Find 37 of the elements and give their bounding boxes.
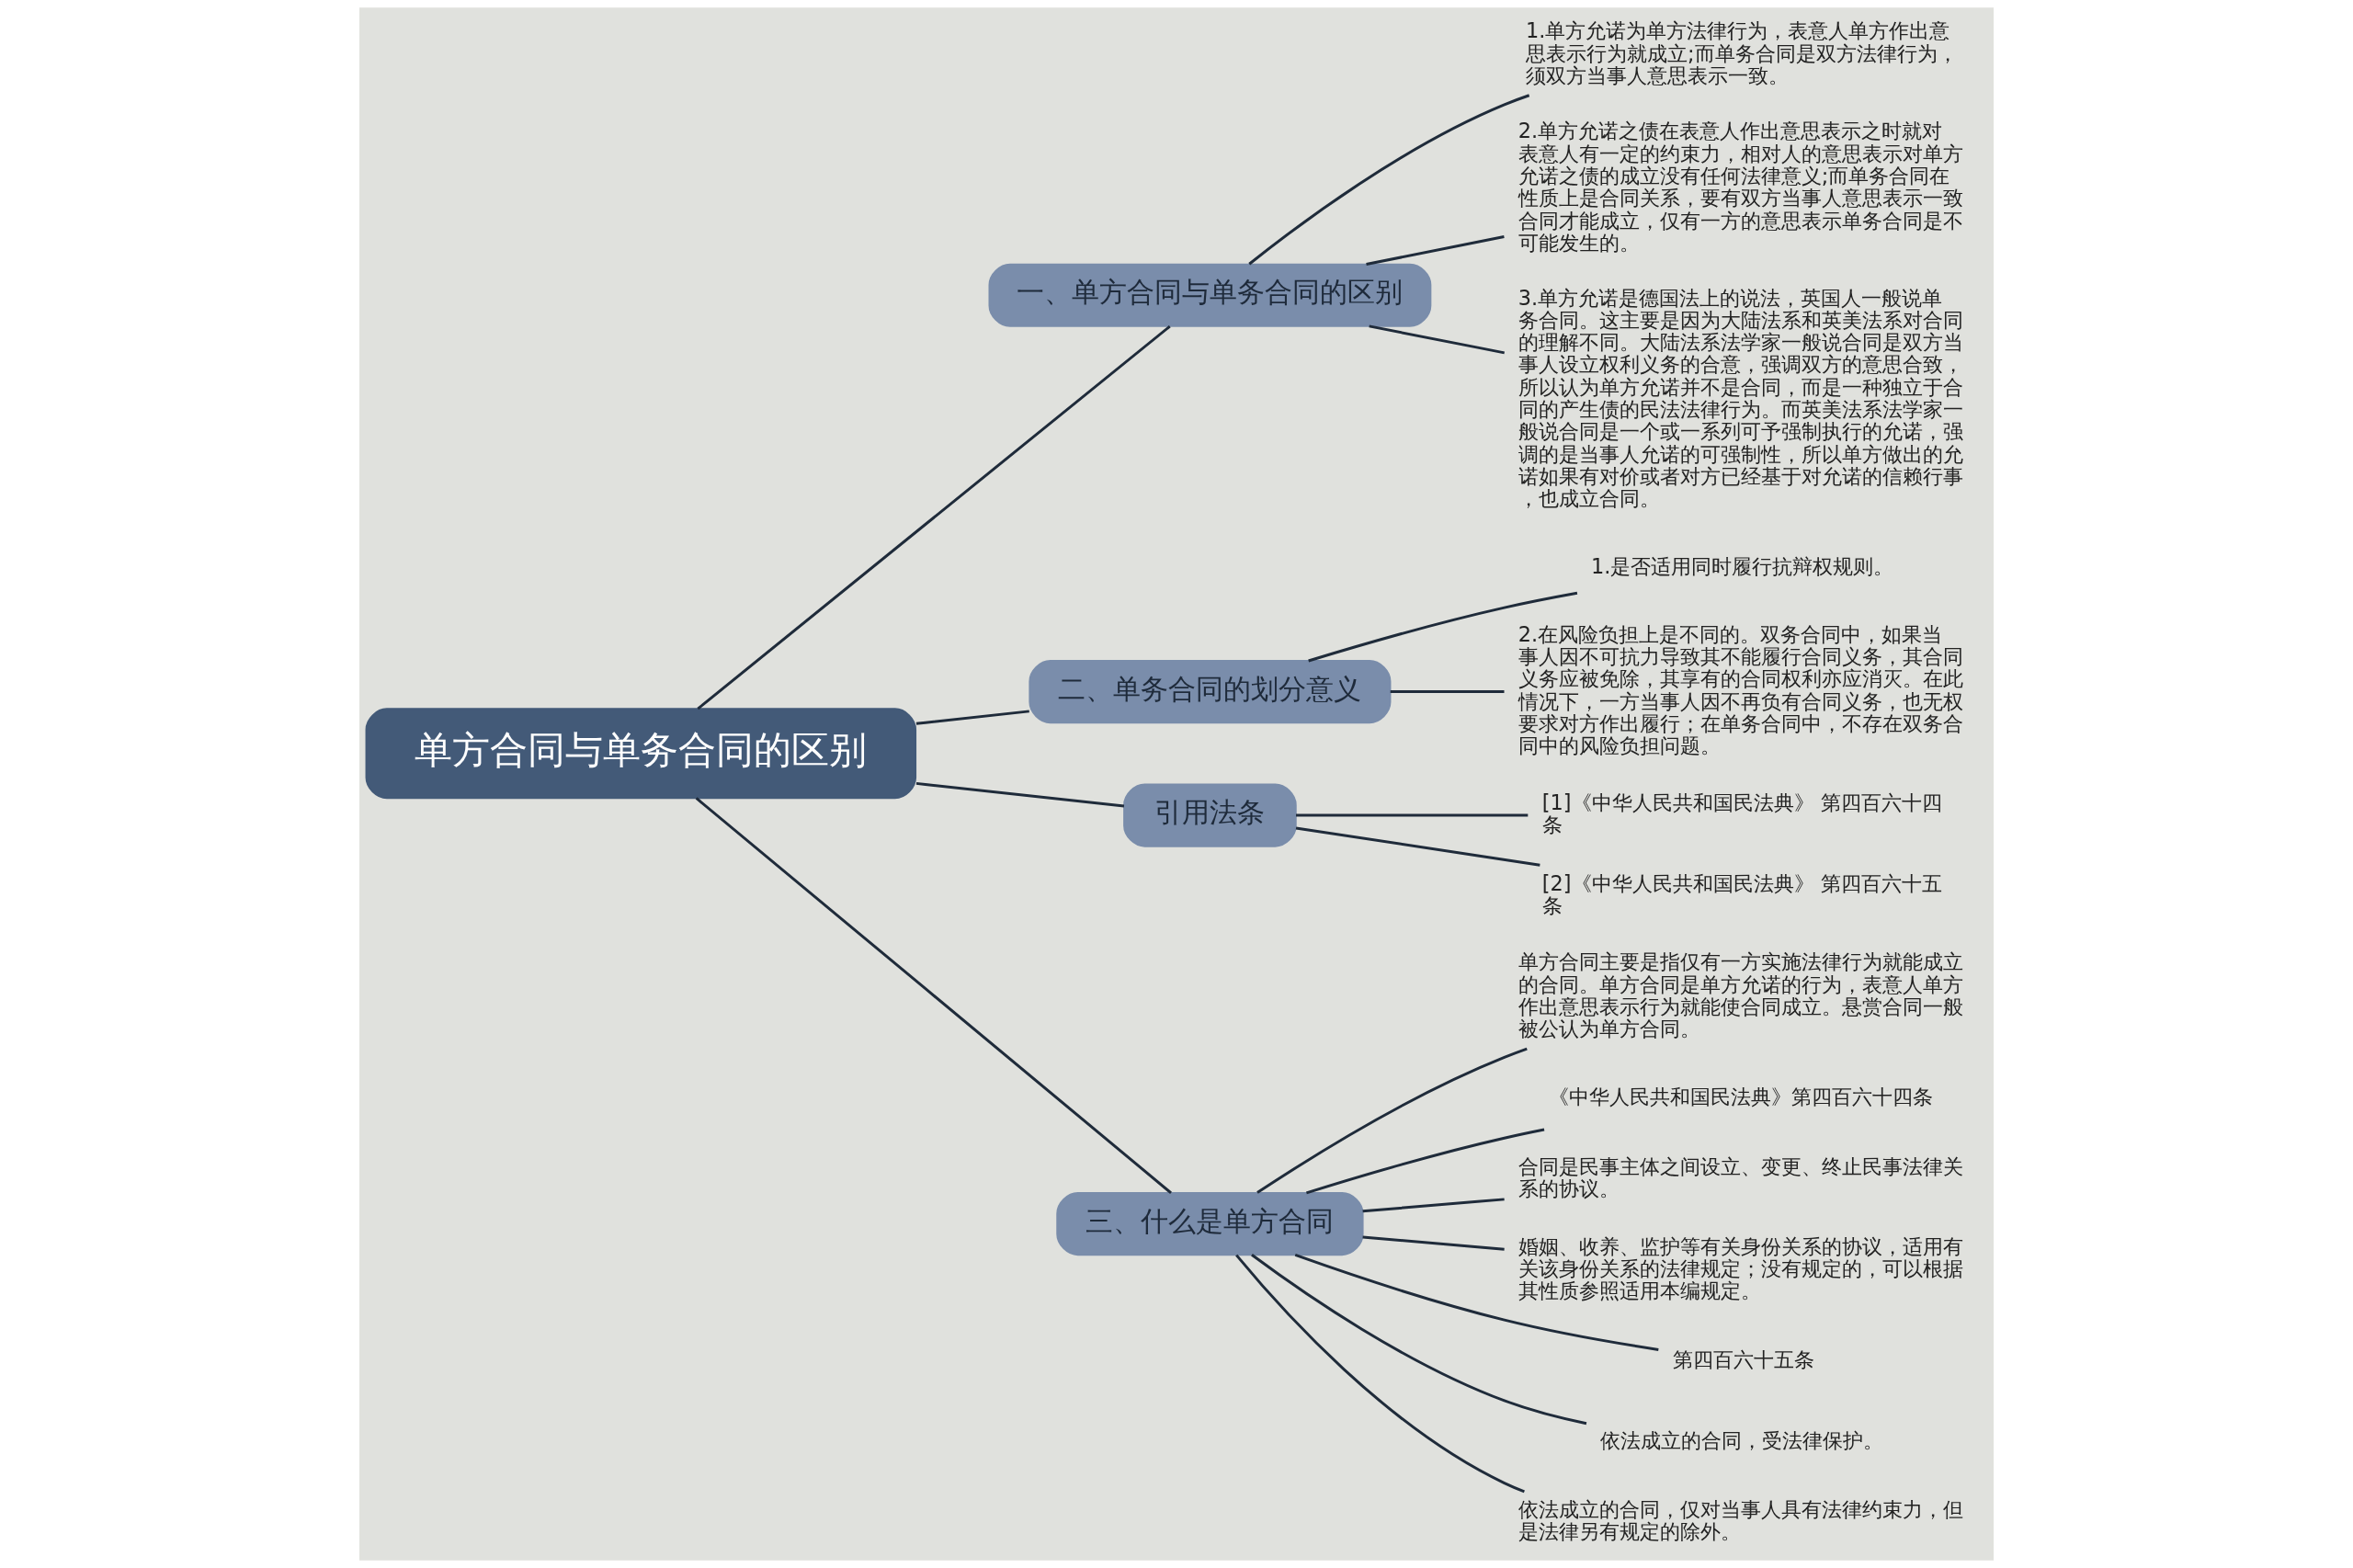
node-box: 二、单务合同的划分意义 <box>1029 660 1392 724</box>
connector <box>1256 1047 1528 1194</box>
connector <box>1251 1254 1587 1426</box>
connector <box>1235 1254 1525 1494</box>
connector <box>695 797 1172 1195</box>
node-text: 第四百六十五条 <box>1672 1346 1814 1371</box>
node-text: [2]《中华人民共和国民法典》 第四百六十五条 <box>1541 870 1942 917</box>
connector <box>915 781 1125 808</box>
connector <box>1369 324 1505 355</box>
connector <box>1366 235 1505 266</box>
node-text: 合同是民事主体之间设立、变更、终止民事法律关系的协议。 <box>1518 1153 1963 1200</box>
connector <box>1362 1198 1505 1213</box>
node-text: 单方合同主要是指仅有一方实施法律行为就能成立的合同。单方合同是单方允诺的行为，表意人单方作出意思表示行为就能使合同成立。悬赏合同一般被公认为单方合同。 <box>1518 949 1963 1041</box>
connector <box>1294 1254 1659 1351</box>
node-text: 依法成立的合同，仅对当事人具有法律约束力，但是法律另有规定的除外。 <box>1518 1497 1963 1544</box>
connector <box>1295 826 1540 867</box>
connector <box>697 324 1171 710</box>
connector <box>915 710 1029 725</box>
node-text: 《中华人民共和国民法典》第四百六十四条 <box>1549 1085 1934 1109</box>
node-text: 2.在风险负担上是不同的。双务合同中，如果当事人因不可抗力导致其不能履行合同义务，其合同义务应被免除，其享有的合同权利亦应消灭。在此情况下，一方当事人因不再负有合同义务，也无权要求对方作出履行；在单务合同中，不存在双务合同中的风险负担问题。 <box>1518 621 1963 758</box>
connector <box>1305 1128 1545 1195</box>
connector <box>1362 1235 1505 1251</box>
node-text: 1.是否适用同时履行抗辩权规则。 <box>1591 553 1894 578</box>
node-text: 3.单方允诺是德国法上的说法，英国人一般说单务合同。这主要是因为大陆法系和英美法系对合同的理解不同。大陆法系法学家一般说合同是双方当事人设立权利义务的合意，强调双方的意思合致，所以认为单方允诺并不是合同，而是一种独立于合同的产生债的民法法律行为。而英美法系法学家一般说合同是一个或一系列可予强制执行的允诺，强调的是当事人允诺的可强制性，所以单方做出的允诺如果有对价或者对方已经基于对允诺的信赖行事，也成立合同。 <box>1518 285 1963 511</box>
connector <box>1390 690 1505 694</box>
node-text: 婚姻、收养、监护等有关身份关系的协议，适用有关该身份关系的法律规定；没有规定的，可以根据其性质参照适用本编规定。 <box>1518 1233 1963 1303</box>
connector <box>1308 591 1578 663</box>
node-box: 引用法条 <box>1123 783 1297 847</box>
node-text: [1]《中华人民共和国民法典》 第四百六十四条 <box>1541 790 1942 837</box>
node-text: 1.单方允诺为单方法律行为，表意人单方作出意思表示行为就成立;而单务合同是双方法律行为，须双方当事人意思表示一致。 <box>1526 18 1958 87</box>
connector <box>1248 94 1530 266</box>
node-text: 依法成立的合同，受法律保护。 <box>1600 1427 1884 1452</box>
node-text: 2.单方允诺之债在表意人作出意思表示之时就对表意人有一定的约束力，相对人的意思表示对单方允诺之债的成立没有任何法律意义;而单务合同在性质上是合同关系，要有双方当事人意思表示一致合同才能成立，仅有一方的意思表示单务合同是不可能发生的。 <box>1518 119 1963 255</box>
node-box: 单方合同与单务合同的区别 <box>365 708 917 800</box>
node-box: 一、单方合同与单务合同的区别 <box>988 263 1432 327</box>
node-box: 三、什么是单方合同 <box>1056 1192 1364 1256</box>
connector <box>1296 813 1529 817</box>
